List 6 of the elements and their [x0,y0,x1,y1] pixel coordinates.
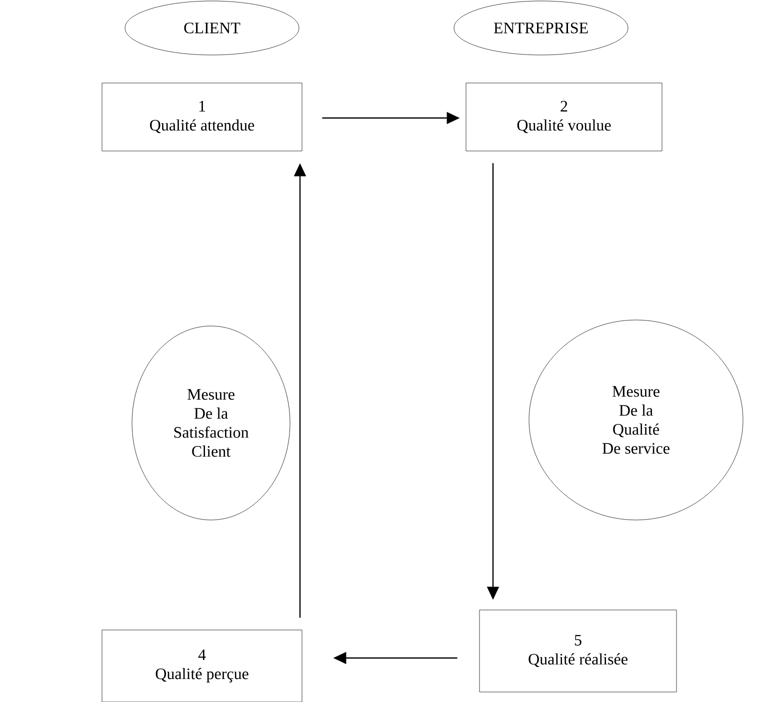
process-box: 2 Qualité voulue [466,82,662,152]
process-box: 4 Qualité perçue [102,630,302,702]
ellipse-label: ENTREPRISE [454,0,628,56]
process-box: 1 Qualité attendue [102,82,302,152]
ellipse-label: CLIENT [124,0,300,56]
process-box: 5 Qualité réalisée [479,610,677,692]
